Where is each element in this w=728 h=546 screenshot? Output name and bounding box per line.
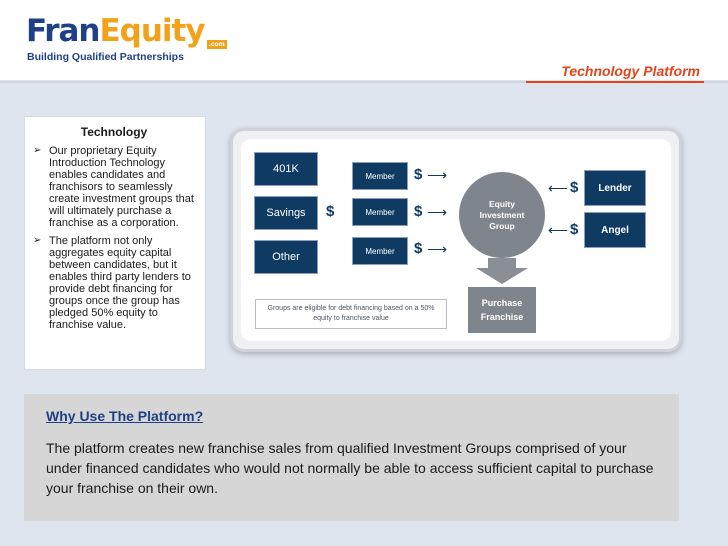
- source-other: Other: [254, 240, 318, 274]
- arrow-right-icon: ⟶: [427, 167, 448, 183]
- header: FranEquity.com Building Qualified Partne…: [0, 0, 728, 80]
- arrow-right-icon: ⟶: [427, 204, 448, 220]
- technology-panel: Technology ➢ Our proprietary Equity Intr…: [24, 116, 206, 370]
- member-box: Member: [352, 162, 408, 190]
- angel-box: Angel: [584, 212, 646, 248]
- bullet-text: The platform not only aggregates equity …: [49, 235, 191, 331]
- member-box: Member: [352, 237, 408, 265]
- bullet-text: Our proprietary Equity Introduction Tech…: [49, 145, 194, 229]
- logo-tagline: Building Qualified Partnerships: [27, 51, 184, 63]
- arrow-left-icon: ⟵: [548, 222, 569, 238]
- arrow-right-icon: ⟶: [427, 241, 448, 257]
- why-body: The platform creates new franchise sales…: [46, 440, 654, 496]
- logo-fran: Fran: [26, 13, 100, 49]
- dollar-icon: $: [570, 221, 579, 238]
- logo-equity: Equity: [99, 13, 205, 49]
- arrow-bullet-icon: ➢: [33, 145, 42, 156]
- dollar-icon: $: [414, 240, 423, 257]
- dollar-icon: $: [570, 179, 579, 196]
- purchase-franchise-box: Purchase Franchise: [468, 287, 536, 333]
- dollar-icon: $: [414, 203, 423, 220]
- why-panel: Why Use The Platform? The platform creat…: [24, 394, 679, 521]
- dollar-icon: $: [326, 203, 335, 220]
- technology-heading: Technology: [80, 125, 148, 139]
- debt-financing-note: Groups are eligible for debt financing b…: [255, 299, 447, 329]
- member-box: Member: [352, 198, 408, 226]
- page-title: Technology Platform: [561, 63, 700, 79]
- logo-tm: .com: [206, 40, 227, 49]
- lender-box: Lender: [584, 170, 646, 206]
- why-heading: Why Use The Platform?: [46, 408, 204, 424]
- source-savings: Savings: [254, 196, 318, 230]
- equity-investment-group-hub: Equity Investment Group: [459, 172, 545, 258]
- purchase-label: Purchase Franchise: [480, 298, 524, 322]
- hub-label: Equity Investment Group: [479, 198, 525, 231]
- bullet-item: ➢ The platform not only aggregates equit…: [33, 235, 195, 331]
- bullet-item: ➢ Our proprietary Equity Introduction Te…: [33, 145, 195, 229]
- arrow-bullet-icon: ➢: [33, 235, 42, 246]
- title-divider: [0, 81, 728, 83]
- title-accent-divider: [526, 81, 704, 83]
- source-401k: 401K: [254, 152, 318, 186]
- arrow-left-icon: ⟵: [548, 180, 569, 196]
- down-arrow-icon: [476, 258, 528, 284]
- logo[interactable]: FranEquity.com: [26, 13, 227, 49]
- dollar-icon: $: [414, 166, 423, 183]
